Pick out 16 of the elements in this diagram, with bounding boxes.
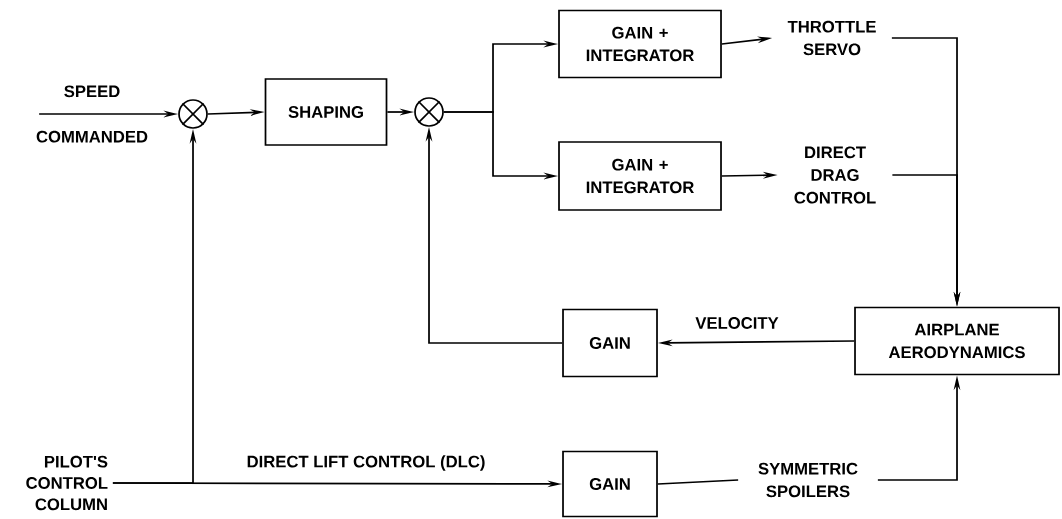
block-box: GAIN + INTEGRATOR <box>558 9 722 79</box>
signal-label: SPEED COMMANDED <box>36 85 148 143</box>
summing-junction <box>414 97 444 127</box>
edge-label: DIRECT LIFT CONTROL (DLC) <box>245 453 487 473</box>
block-box: SHAPING <box>264 78 388 146</box>
signal-label: PILOT'S CONTROL COLUMN <box>26 455 108 511</box>
block-box: AIRPLANE AERODYNAMICS <box>854 306 1060 376</box>
signal-label: THROTTLE SERVO <box>787 20 876 56</box>
block-box: GAIN <box>562 308 658 378</box>
summing-junction <box>178 99 208 129</box>
block-box: GAIN <box>562 450 658 518</box>
signal-label: SYMMETRIC SPOILERS <box>758 462 858 498</box>
connector-line <box>657 479 739 485</box>
edge-label: VELOCITY <box>694 315 780 331</box>
signal-label: DIRECT DRAG CONTROL <box>794 146 876 204</box>
block-box: GAIN + INTEGRATOR <box>558 141 722 211</box>
